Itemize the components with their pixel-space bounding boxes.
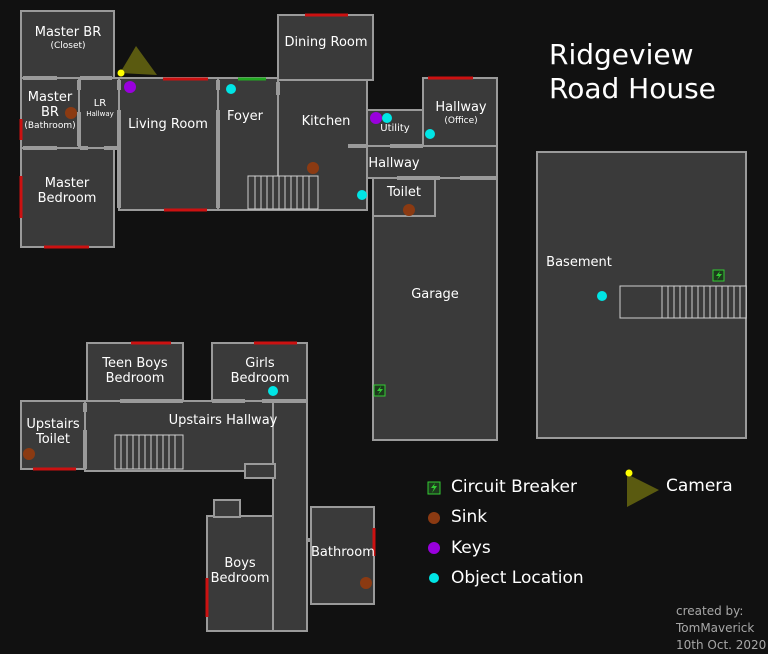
label-teen-boys: Teen Boys Bedroom xyxy=(102,356,168,386)
label-master-closet: Master BR (Closet) xyxy=(34,25,102,51)
object-location-marker xyxy=(268,386,278,396)
label-garage: Garage xyxy=(411,287,459,302)
label-girls: Girls Bedroom xyxy=(230,356,290,386)
credit: created by: TomMaverick 10th Oct. 2020 xyxy=(676,603,766,654)
room-hall-down xyxy=(272,400,308,632)
map-title-line2: Road House xyxy=(549,72,716,105)
camera-icon xyxy=(117,46,157,77)
sink-marker xyxy=(307,162,319,174)
label-living-room: Living Room xyxy=(128,117,208,132)
room-boys-closet xyxy=(213,499,241,518)
legend-sink: Sink xyxy=(451,507,488,527)
label-utility: Utility xyxy=(380,123,410,134)
keys xyxy=(124,81,382,124)
room-girls xyxy=(211,342,308,402)
object-location-icon xyxy=(429,573,439,583)
room-boys-bedroom xyxy=(206,515,274,632)
upstairs-floor xyxy=(20,342,375,632)
camera-icon xyxy=(625,469,659,507)
room-garage xyxy=(372,177,498,441)
sink-icon xyxy=(428,512,440,524)
credit-line1: created by: xyxy=(676,604,744,618)
label-hallway: Hallway xyxy=(368,156,420,171)
map-title: Ridgeview Road House xyxy=(549,38,716,106)
legend-circuit-breaker: Circuit Breaker xyxy=(451,477,577,497)
main-stairs xyxy=(247,175,319,210)
upstairs-walls xyxy=(83,399,311,542)
label-kitchen: Kitchen xyxy=(301,114,351,129)
label-dining-room: Dining Room xyxy=(284,35,368,50)
keys-marker xyxy=(124,81,136,93)
room-master-closet xyxy=(20,10,115,79)
label-toilet: Toilet xyxy=(386,185,421,200)
room-teen-boys xyxy=(86,342,184,402)
object-locations xyxy=(226,84,607,396)
object-location-marker xyxy=(425,129,435,139)
circuit-breaker-icon xyxy=(712,269,725,282)
windows xyxy=(19,13,473,617)
label-lr-hallway: LR Hallway xyxy=(86,98,114,118)
circuit-breaker-icon xyxy=(427,481,441,495)
label-hallway-office: Hallway (Office) xyxy=(435,100,487,126)
room-hallway xyxy=(366,145,498,179)
circuit-breaker-icon xyxy=(373,384,386,397)
sink-marker xyxy=(360,577,372,589)
label-foyer: Foyer xyxy=(226,109,263,124)
room-living-room xyxy=(118,77,219,211)
object-location-marker xyxy=(382,113,392,123)
credit-line3: 10th Oct. 2020 xyxy=(676,638,767,652)
legend-keys: Keys xyxy=(451,538,491,558)
sinks xyxy=(23,107,415,589)
room-hall-link xyxy=(244,463,276,479)
label-boys-bedroom: Boys Bedroom xyxy=(210,556,270,586)
legend-icons xyxy=(427,469,659,583)
sink-marker xyxy=(65,107,77,119)
label-upstairs-hallway: Upstairs Hallway xyxy=(168,413,278,428)
upstairs-stairs xyxy=(114,434,184,470)
basement-stairs xyxy=(619,285,747,319)
label-basement: Basement xyxy=(546,255,612,270)
object-location-marker xyxy=(226,84,236,94)
label-master-bath: Master BR (Bathroom) xyxy=(24,90,76,131)
legend-object-location: Object Location xyxy=(451,568,584,588)
label-bathroom: Bathroom xyxy=(311,545,375,560)
object-location-marker xyxy=(597,291,607,301)
label-master-bedroom: Master Bedroom xyxy=(37,176,97,206)
keys-icon xyxy=(428,542,440,554)
room-master-bedroom xyxy=(20,147,115,248)
label-upstairs-toilet: Upstairs Toilet xyxy=(26,417,80,447)
credit-line2: TomMaverick xyxy=(676,621,755,635)
map-title-line1: Ridgeview xyxy=(549,38,694,71)
main-floor-walls xyxy=(23,76,497,208)
sink-marker xyxy=(403,204,415,216)
sink-marker xyxy=(23,448,35,460)
legend-camera: Camera xyxy=(666,476,733,496)
keys-marker xyxy=(370,112,382,124)
object-location-marker xyxy=(357,190,367,200)
